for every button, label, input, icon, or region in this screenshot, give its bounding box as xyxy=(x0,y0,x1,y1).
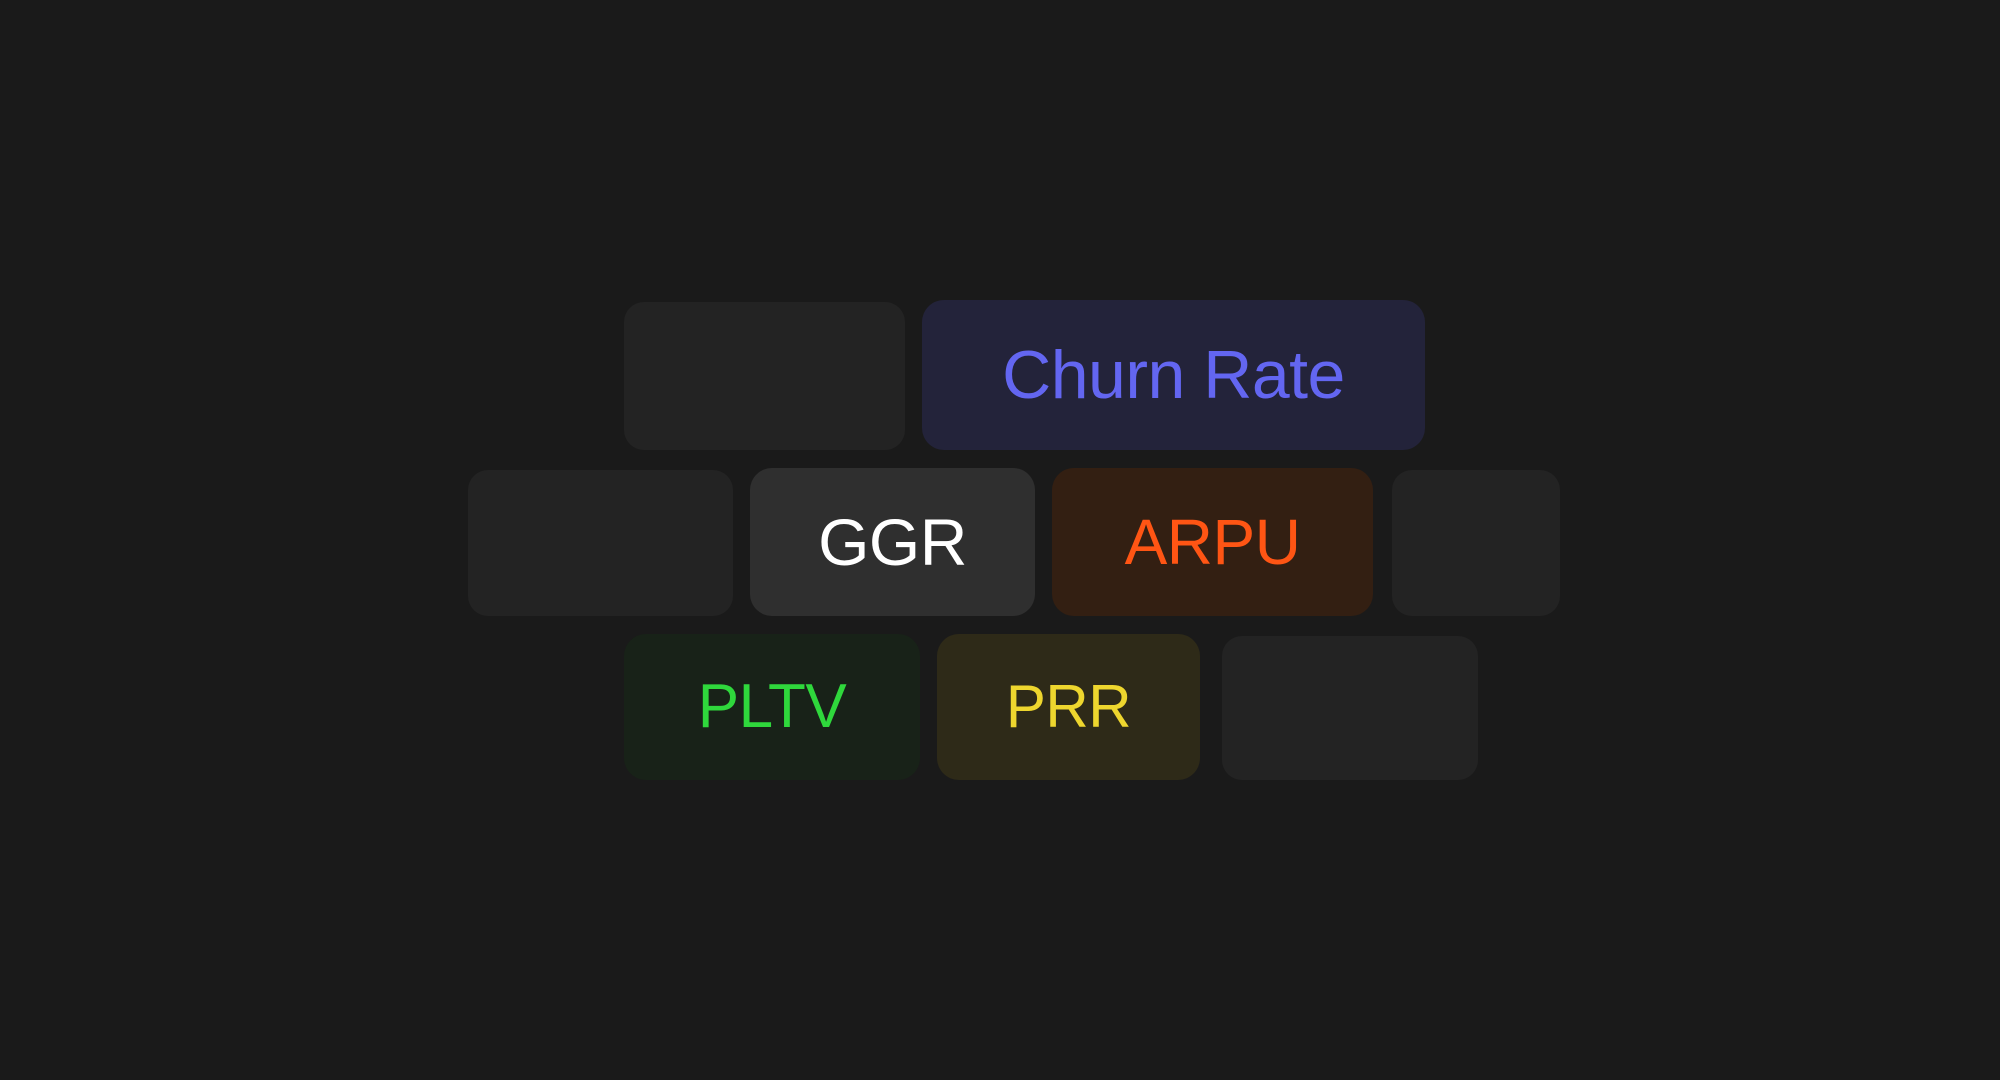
wordcloud-term-label: PRR xyxy=(1005,673,1132,740)
wordcloud-term-ggr[interactable]: GGR xyxy=(750,468,1035,616)
wordcloud-placeholder-empty-2-2 xyxy=(1222,636,1478,780)
wordcloud-term-prr[interactable]: PRR xyxy=(937,634,1200,780)
wordcloud-term-churn-rate[interactable]: Churn Rate xyxy=(922,300,1425,450)
wordcloud-term-label: Churn Rate xyxy=(1002,337,1345,413)
wordcloud-term-arpu[interactable]: ARPU xyxy=(1052,468,1373,616)
wordcloud-term-label: PLTV xyxy=(697,672,847,741)
wordcloud-term-label: ARPU xyxy=(1124,506,1301,578)
wordcloud-term-pltv[interactable]: PLTV xyxy=(624,634,920,780)
wordcloud-placeholder-empty-1-3 xyxy=(1392,470,1560,616)
wordcloud-placeholder-empty-1-0 xyxy=(468,470,733,616)
wordcloud-placeholder-empty-0-0 xyxy=(624,302,905,450)
wordcloud-term-label: GGR xyxy=(818,505,967,579)
